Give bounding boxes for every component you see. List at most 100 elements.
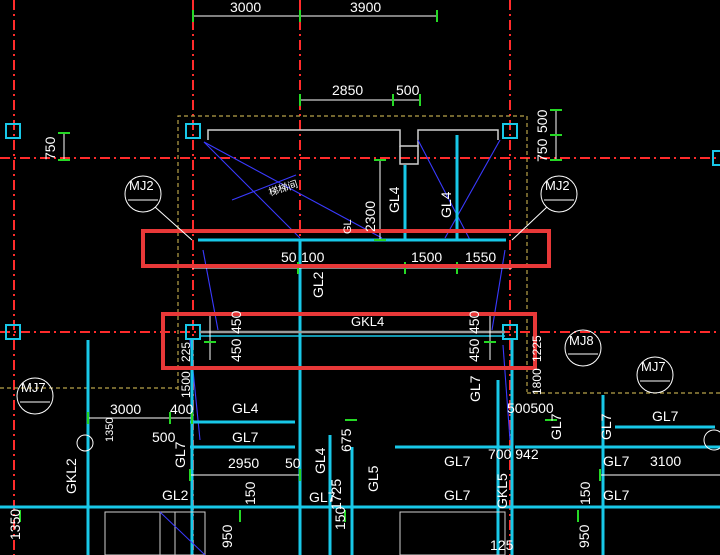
diag-9 [502, 344, 511, 441]
room-bottom-2-diag [159, 511, 206, 555]
dim-450-bottom-left: 450 [228, 338, 244, 362]
mj-circle-5 [636, 356, 674, 394]
stair-inner-outline [207, 129, 499, 165]
diag-2 [203, 141, 301, 239]
label-gl2-vertical: GL2 [310, 271, 326, 298]
dim-500-bottom: 500 [152, 429, 176, 445]
dim-1725: 1725 [328, 479, 344, 510]
room-bottom-3 [399, 511, 506, 555]
label-gl7-vertical-d: GL7 [598, 413, 614, 440]
label-gkl2: GKL2 [63, 458, 79, 494]
dim-1350-bottom: 1350 [7, 509, 23, 540]
label-gl5: GL5 [365, 465, 381, 492]
dim-right-500: 500 [534, 109, 550, 133]
dim-675: 675 [338, 428, 354, 452]
dim-400-bottom: 400 [170, 401, 194, 417]
highlight-box-landing-beam[interactable] [141, 229, 551, 268]
label-gl2-bottom: GL2 [162, 487, 189, 503]
dim-450-top-left: 450 [228, 310, 244, 334]
dim-top-3000: 3000 [230, 0, 261, 15]
dim-950-b: 950 [576, 524, 592, 548]
dim-1350-small: 1350 [104, 418, 116, 442]
wall-outlines [0, 115, 720, 394]
column-2 [185, 123, 201, 139]
label-gl7-bottom-mid: GL7 [444, 487, 471, 503]
label-gl7-bottom-right: GL7 [603, 487, 630, 503]
stair-top-edge [207, 129, 499, 147]
dim-225: 225 [179, 342, 193, 362]
mj-leader-2 [511, 206, 548, 241]
mj-callouts [16, 175, 720, 452]
dim-125: 125 [490, 537, 514, 553]
mj-label-1: MJ2 [129, 178, 154, 193]
mj-label-2: MJ2 [545, 178, 570, 193]
dim-landing-1500: 1500 [411, 249, 442, 265]
dim-450-bottom-right: 450 [466, 338, 482, 362]
dim-2950: 2950 [228, 455, 259, 471]
dim-landing-100: 100 [301, 249, 325, 265]
label-gl4-a: GL4 [386, 186, 402, 213]
dim-150-a: 150 [242, 481, 258, 505]
room-bottom-1 [104, 511, 176, 555]
label-gl7-right-upper: GL7 [652, 408, 679, 424]
dim-1500-left: 1500 [179, 371, 193, 398]
dim-950-a: 950 [219, 524, 235, 548]
beams [0, 135, 720, 555]
label-gl-small: GL [342, 219, 354, 234]
label-gkl5: GKL5 [494, 473, 510, 509]
dim-450-top-right: 450 [466, 310, 482, 334]
column-5 [5, 324, 21, 340]
label-gl7-vertical-a: GL7 [467, 375, 483, 402]
dim-150-c: 150 [577, 481, 593, 505]
column-4 [712, 150, 720, 166]
diag-1 [203, 141, 383, 239]
column-1 [5, 123, 21, 139]
stair-notch [399, 146, 419, 165]
mj-circle-3 [564, 329, 602, 367]
mj-marker-small-right [703, 429, 720, 451]
mj-circle-2 [540, 175, 578, 213]
label-gl4-vertical-c: GL4 [312, 447, 328, 474]
dim-700-942: 700 942 [488, 446, 539, 462]
diag-7 [491, 249, 506, 331]
dim-right-750: 750 [534, 138, 550, 162]
label-gl7-mid: GL7 [444, 453, 471, 469]
stair-wall-outline [177, 115, 528, 392]
dim-left-750: 750 [42, 136, 58, 160]
dim-top-3900: 3900 [350, 0, 381, 15]
mj-marker-small-left [76, 434, 94, 452]
mj-leader-1 [154, 206, 193, 241]
diag-4 [417, 139, 471, 241]
label-gkl4: GKL4 [351, 314, 384, 329]
dim-stair-2850: 2850 [332, 82, 363, 98]
mj-circle-4 [16, 377, 54, 415]
mj-circle-1 [124, 175, 162, 213]
mj-label-5: MJ7 [641, 359, 666, 374]
bottom-rooms [104, 511, 506, 555]
label-gl7-bottom: GL7 [309, 489, 336, 505]
room-bottom-2 [159, 511, 206, 555]
label-gl7-vertical-c: GL7 [548, 413, 564, 440]
column-3 [502, 123, 518, 139]
dim-stair-500: 500 [396, 82, 420, 98]
dim-150-b: 150 [332, 506, 348, 530]
label-gl7-vertical-b: GL7 [172, 441, 188, 468]
mj-label-4: MJ7 [21, 380, 46, 395]
label-gl4-horizontal: GL4 [232, 400, 259, 416]
label-gl7-horizontal: GL7 [232, 429, 259, 445]
dim-3100: 3100 [650, 453, 681, 469]
dim-50: 50 [285, 455, 301, 471]
highlight-box-gkl4-beam[interactable] [161, 312, 537, 370]
diag-5 [444, 139, 501, 239]
mj-label-3: MJ8 [569, 333, 594, 348]
dim-3000-bottom: 3000 [110, 401, 141, 417]
label-gl7-right: GL7 [603, 453, 630, 469]
text-labels: 3000 3900 2850 500 750 750 500 MJ2 MJ2 M… [7, 0, 681, 553]
diag-6 [202, 249, 219, 331]
dim-500500: 500500 [507, 400, 554, 416]
dim-landing-1550: 1550 [465, 249, 496, 265]
dim-1225: 1225 [530, 335, 544, 362]
dim-2300: 2300 [362, 201, 378, 232]
